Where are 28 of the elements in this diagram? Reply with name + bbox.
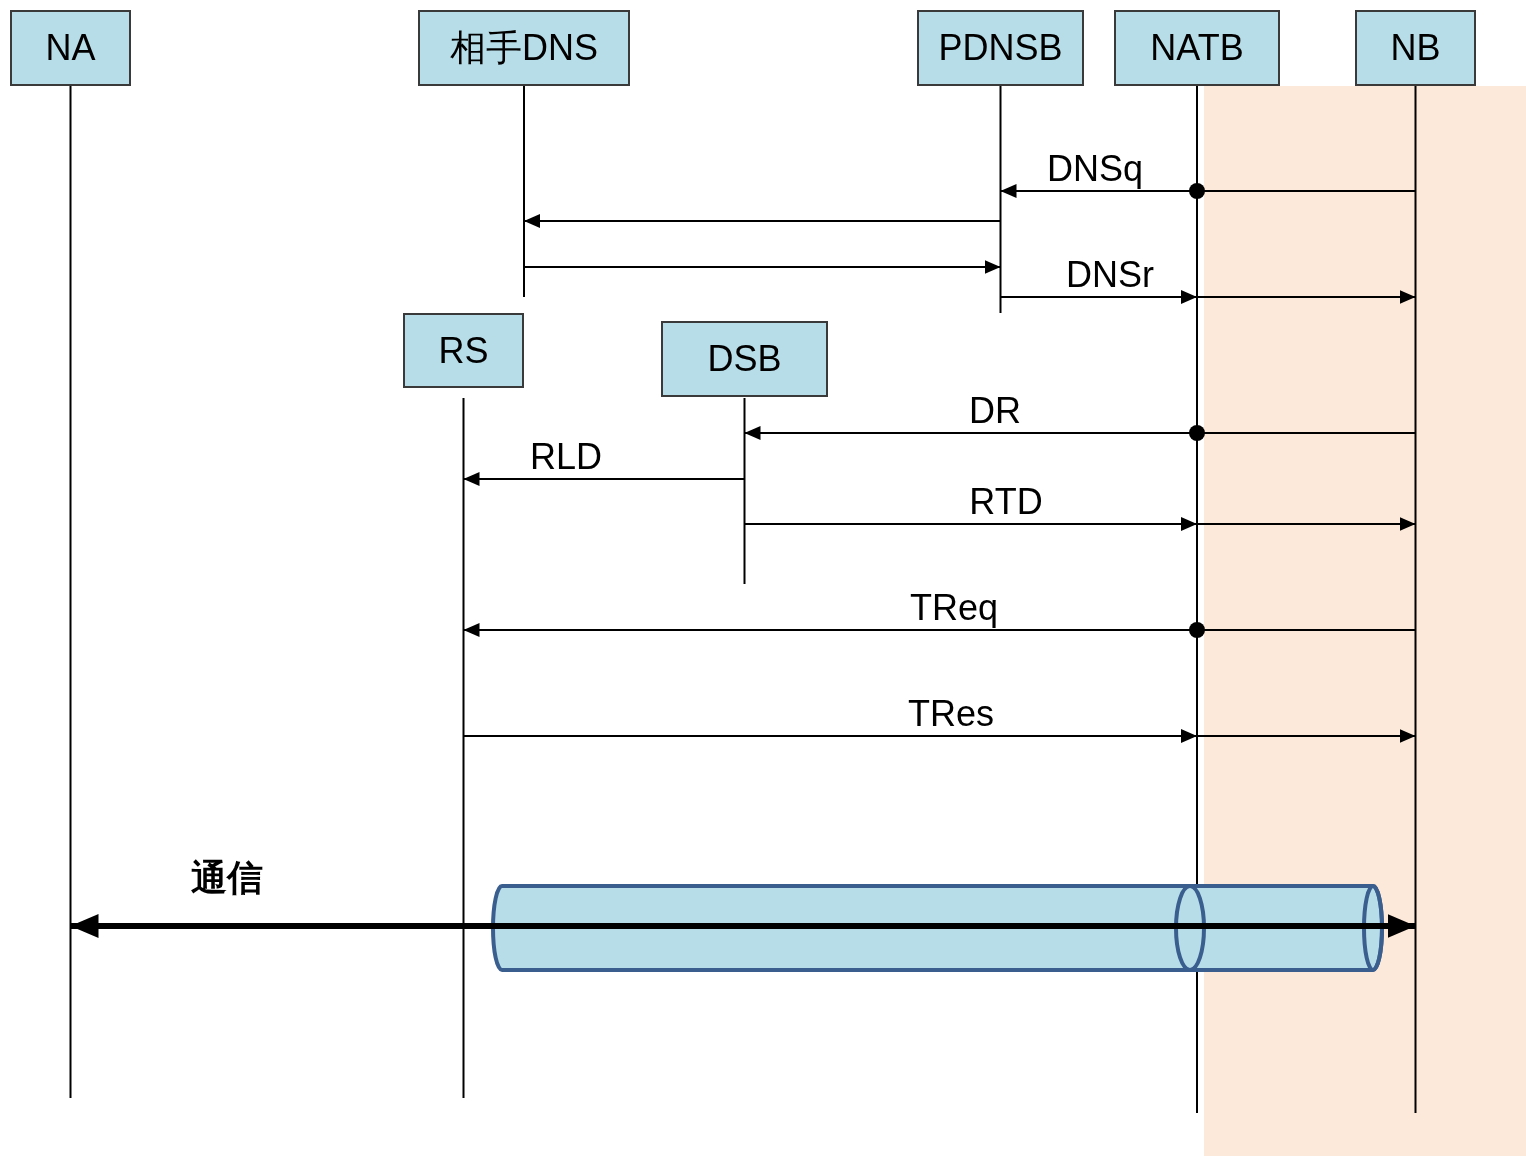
- line: [1189, 622, 1417, 638]
- edge-label: RTD: [969, 484, 1043, 520]
- participant-box: 相手DNS: [418, 10, 630, 86]
- arrow: [1196, 729, 1417, 743]
- participant-box: DSB: [661, 321, 828, 397]
- arrow: [1196, 517, 1417, 531]
- edge-label: TReq: [910, 590, 998, 626]
- edge-label: DNSq: [1047, 151, 1143, 187]
- edge-label: TRes: [908, 696, 994, 732]
- participant-box: NB: [1355, 10, 1476, 86]
- participant-box: NA: [10, 10, 131, 86]
- line: [1189, 183, 1417, 199]
- arrow: [1196, 290, 1417, 304]
- edge-label: DNSr: [1066, 257, 1154, 293]
- arrow: [743, 517, 1198, 531]
- arrow: [523, 260, 1002, 274]
- participant-box: NATB: [1114, 10, 1280, 86]
- arrow: [523, 214, 1002, 228]
- participant-box: PDNSB: [917, 10, 1084, 86]
- participant-box: RS: [403, 313, 524, 388]
- arrow: [462, 472, 746, 486]
- arrow: [70, 914, 1416, 938]
- arrow: [999, 290, 1198, 304]
- edge-label: DR: [969, 393, 1021, 429]
- arrow: [462, 729, 1198, 743]
- edge-label: RLD: [530, 439, 602, 475]
- line: [1189, 425, 1417, 441]
- edge-label: 通信: [191, 860, 263, 896]
